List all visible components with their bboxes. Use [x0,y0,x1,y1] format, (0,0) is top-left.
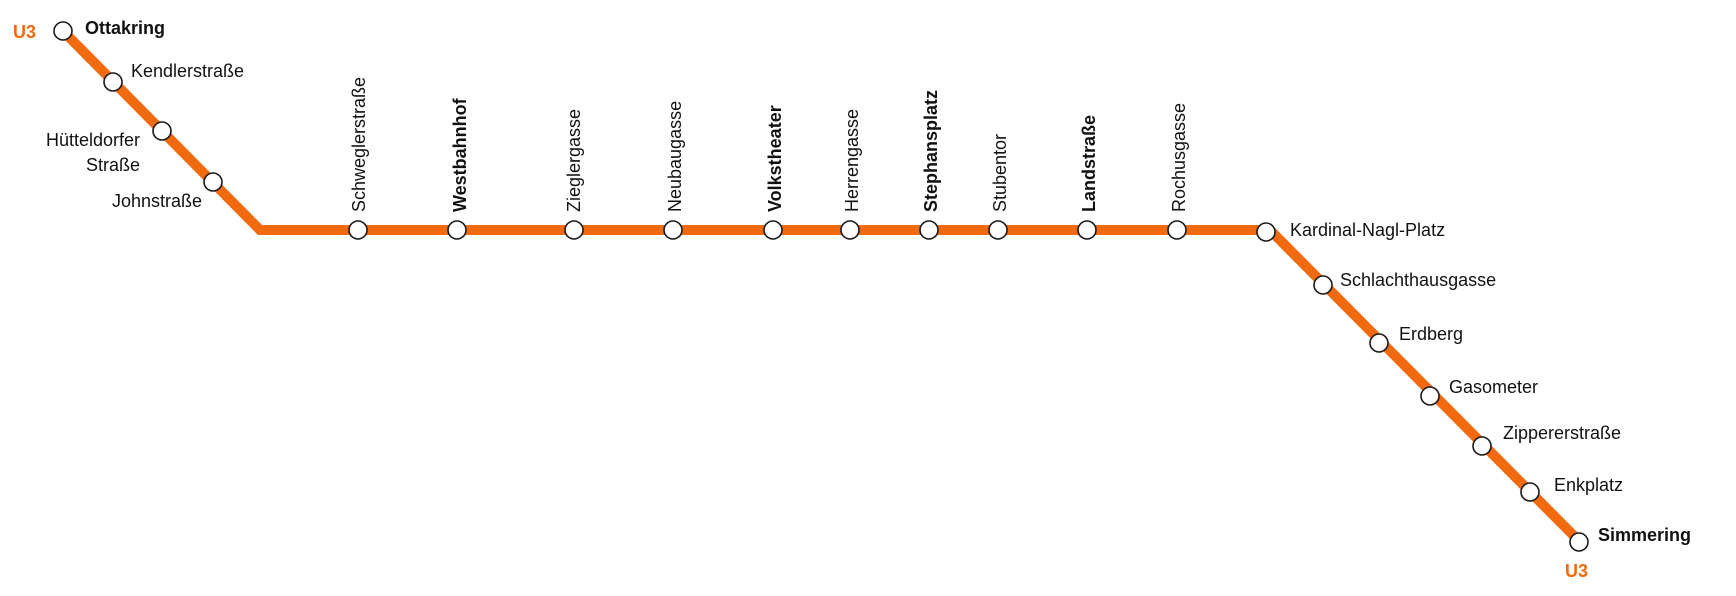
station: Volkstheater [763,105,785,240]
station-marker [1520,482,1540,502]
station-label: Stubentor [990,134,1010,212]
station-label: Rochusgasse [1169,103,1189,212]
station-label: Herrengasse [842,109,862,212]
station: Neubaugasse [663,101,685,240]
station-marker [103,72,123,92]
station-label: Gasometer [1449,377,1538,397]
station: Gasometer [1420,377,1538,406]
station: Zieglergasse [564,109,584,240]
station-label: Zieglergasse [564,109,584,212]
station-label: Zippererstraße [1503,423,1621,443]
station-label: Ottakring [85,18,165,38]
station-marker [1256,222,1276,242]
station: Simmering [1569,525,1691,552]
station: Johnstraße [112,172,223,211]
station: Herrengasse [840,109,862,240]
station-label: Westbahnhof [450,97,470,212]
station: Zippererstraße [1472,423,1621,456]
station-marker [203,172,223,192]
station-marker [1420,386,1440,406]
station-label: Schweglerstraße [349,77,369,212]
station: Stephansplatz [919,90,941,240]
station-label: Stephansplatz [921,90,941,212]
station: Kendlerstraße [103,61,244,92]
station-marker [564,220,584,240]
station-marker [840,220,860,240]
station-marker [988,220,1008,240]
station-label: Kendlerstraße [131,61,244,81]
line-label-end: U3 [1565,561,1588,581]
station-label: Neubaugasse [665,101,685,212]
station-marker [348,220,368,240]
station-marker [53,21,73,41]
station: Landstraße [1077,115,1099,240]
station-marker [763,220,783,240]
station: Stubentor [988,134,1010,240]
station-label: Enkplatz [1554,475,1623,495]
station-label: Erdberg [1399,324,1463,344]
station-marker [152,121,172,141]
station-label: Schlachthausgasse [1340,270,1496,290]
station: Kardinal-Nagl-Platz [1256,220,1445,242]
station-label: Volkstheater [765,105,785,212]
station-label: Johnstraße [112,191,202,211]
station: Enkplatz [1520,475,1623,502]
station-marker [919,220,939,240]
station-marker [1369,333,1389,353]
station: Westbahnhof [447,97,470,240]
station-marker [1313,275,1333,295]
station: Rochusgasse [1167,103,1189,240]
station-label: Simmering [1598,525,1691,545]
station-label: Landstraße [1079,115,1099,212]
station-label: Kardinal-Nagl-Platz [1290,220,1445,240]
station-marker [447,220,467,240]
station: Ottakring [53,18,165,41]
station-marker [663,220,683,240]
station-marker [1472,436,1492,456]
line-label-start: U3 [13,22,36,42]
station: Schlachthausgasse [1313,270,1496,295]
station-marker [1167,220,1187,240]
station-marker [1569,532,1589,552]
station-marker [1077,220,1097,240]
station: Schweglerstraße [348,77,369,240]
station: Erdberg [1369,324,1463,353]
